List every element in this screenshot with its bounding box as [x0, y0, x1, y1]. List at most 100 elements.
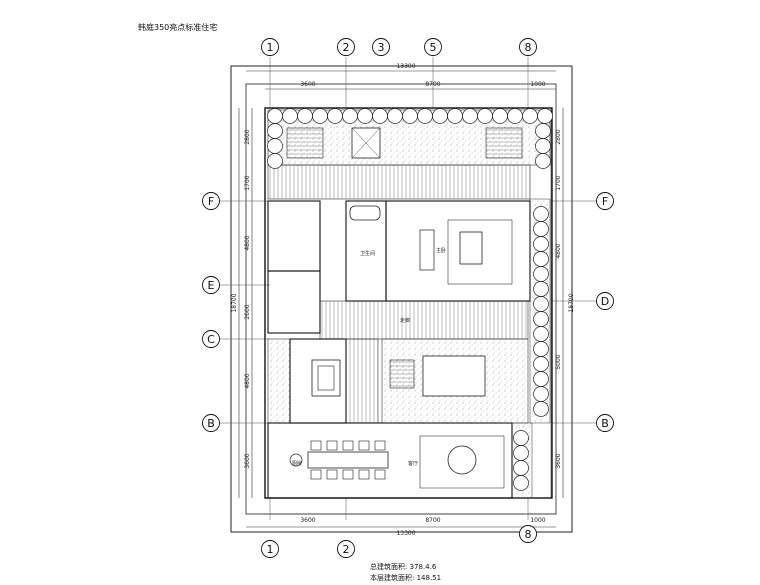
dim-bottom-2: 1000: [530, 517, 545, 524]
svg-text:E: E: [208, 279, 215, 292]
tree-29: [533, 266, 549, 282]
tree-28: [533, 251, 549, 267]
tree-25: [533, 206, 549, 222]
chair-top-2: [342, 440, 354, 451]
svg-text:8: 8: [525, 528, 532, 541]
grid-bubble-right-F: F: [596, 192, 614, 210]
tree-10: [417, 108, 433, 124]
tree-23: [267, 153, 283, 169]
svg-text:F: F: [602, 195, 608, 208]
grid-bubble-bottom-1: 1: [261, 540, 279, 558]
svg-text:3: 3: [378, 41, 385, 54]
sofa-master: [419, 229, 435, 271]
grid-bubble-bottom-8: 8: [519, 525, 537, 543]
tree-21: [267, 138, 283, 154]
floor-area-label: 本层建筑面积: 148.51: [370, 574, 442, 582]
chair-bottom-0: [310, 469, 322, 480]
kitchen-sink: [289, 453, 303, 467]
tree-5: [342, 108, 358, 124]
bathtub: [349, 205, 381, 221]
dimension-text: 13300 3600 8700 1000 3600 8700 1000 13300 2800 17…: [231, 63, 575, 537]
dim-top-total: 13300: [396, 63, 415, 70]
dim-left-2: 4800: [244, 235, 251, 250]
dim-top-2: 1000: [530, 81, 545, 88]
svg-text:2: 2: [343, 41, 350, 54]
grid-bubble-top-3: 3: [372, 38, 390, 56]
tree-8: [387, 108, 403, 124]
tree-16: [507, 108, 523, 124]
grid-bubble-left-B: B: [202, 414, 220, 432]
bedroom-rug: [447, 219, 513, 285]
dim-left-3: 2600: [244, 304, 251, 319]
tree-4: [327, 108, 343, 124]
tree-18: [537, 108, 553, 124]
tree-1: [282, 108, 298, 124]
room-label-bath: 卫生间: [360, 250, 375, 257]
tree-26: [533, 221, 549, 237]
svg-text:2: 2: [343, 543, 350, 556]
tree-3: [312, 108, 328, 124]
svg-text:8: 8: [525, 41, 532, 54]
master-bed: [459, 231, 483, 265]
room-walls: [267, 200, 531, 499]
grid-bubble-top-5: 5: [424, 38, 442, 56]
tree-2: [297, 108, 313, 124]
svg-text:D: D: [601, 295, 609, 308]
svg-text:1: 1: [267, 41, 274, 54]
dim-bottom-total: 13300: [396, 530, 415, 537]
grid-bubble-right-D: D: [596, 292, 614, 310]
drawing-title: 韩庭350亮点标准住宅: [138, 23, 218, 32]
wood-deck-top: [267, 164, 531, 200]
dim-bottom-0: 3600: [300, 517, 315, 524]
room-label-kitchen: 厨房: [292, 460, 302, 467]
tree-17: [522, 108, 538, 124]
tree-37: [533, 386, 549, 402]
svg-text:B: B: [601, 417, 609, 430]
dim-right-0: 2800: [555, 129, 562, 144]
tree-36: [533, 371, 549, 387]
tree-22: [535, 138, 551, 154]
dim-right-3: 5000: [555, 354, 562, 369]
svg-text:F: F: [208, 195, 214, 208]
tree-34: [533, 341, 549, 357]
grid-bubble-left-F: F: [202, 192, 220, 210]
loungers-left: [286, 127, 324, 159]
dim-left-5: 3600: [244, 453, 251, 468]
tree-0: [267, 108, 283, 124]
dim-left-0: 2800: [244, 129, 251, 144]
grid-axis-lines: [220, 57, 596, 520]
tree-13: [462, 108, 478, 124]
tree-9: [402, 108, 418, 124]
dim-left-total: 18700: [231, 293, 238, 312]
chair-bottom-2: [342, 469, 354, 480]
grid-bubble-top-8: 8: [519, 38, 537, 56]
tree-35: [533, 356, 549, 372]
tree-11: [432, 108, 448, 124]
room-label-master: 主卧: [436, 247, 446, 254]
chair-bottom-4: [374, 469, 386, 480]
grid-bubble-top-1: 1: [261, 38, 279, 56]
dim-right-1: 1700: [555, 175, 562, 190]
stair-box: [311, 359, 341, 397]
chair-top-3: [358, 440, 370, 451]
chair-bottom-3: [358, 469, 370, 480]
dim-top-1: 8700: [425, 81, 440, 88]
tree-6: [357, 108, 373, 124]
tree-42: [513, 475, 529, 491]
grid-bubble-bottom-2: 2: [337, 540, 355, 558]
tree-20: [535, 123, 551, 139]
dim-bottom-1: 8700: [425, 517, 440, 524]
svg-text:B: B: [207, 417, 215, 430]
grid-bubble-right-B: B: [596, 414, 614, 432]
svg-text:1: 1: [267, 543, 274, 556]
tree-40: [513, 445, 529, 461]
tree-39: [513, 430, 529, 446]
dim-right-2: 4800: [555, 243, 562, 258]
grid-bubble-top-2: 2: [337, 38, 355, 56]
room-label-living: 客厅: [408, 460, 418, 467]
room-label-corridor: 走廊: [400, 317, 410, 324]
dim-top-0: 3600: [300, 81, 315, 88]
tree-14: [477, 108, 493, 124]
tree-27: [533, 236, 549, 252]
